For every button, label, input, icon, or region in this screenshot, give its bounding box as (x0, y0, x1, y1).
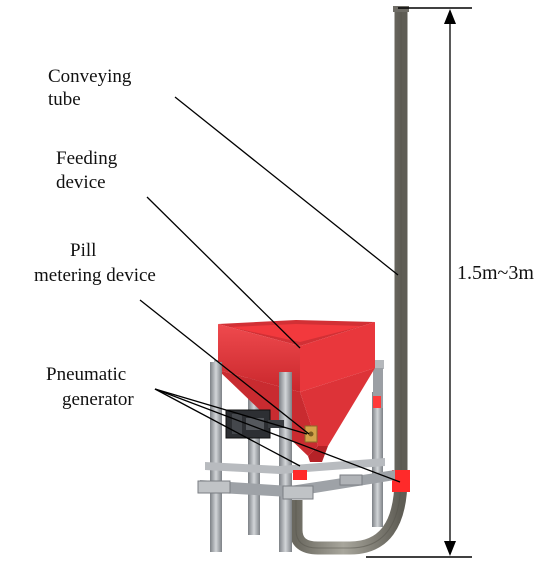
leader-line-conveying-tube (174, 96, 399, 276)
leader-line-pneumatic-2 (154, 388, 301, 467)
height-dimension (366, 7, 472, 558)
frame-support (373, 368, 383, 408)
frame-leg (279, 372, 292, 552)
label-height-dimension: 1.5m~3m (457, 262, 534, 284)
frame-leg (210, 362, 222, 552)
feeding-device-hopper (218, 320, 375, 462)
dimension-arrow-bottom (444, 541, 456, 556)
dimension-arrow-top (444, 9, 456, 24)
leader-line-pneumatic-3 (154, 388, 401, 483)
label-pill-metering-line1: Pill (70, 240, 97, 261)
label-conveying-tube-line1: Conveying (48, 66, 132, 87)
pill-metering-device (304, 425, 318, 443)
conveying-tube (289, 6, 410, 555)
tube-red-coupling (392, 470, 410, 492)
label-conveying-tube-line2: tube (48, 89, 81, 110)
leader-lines (139, 96, 401, 483)
label-pill-metering-line2: metering device (34, 265, 156, 286)
leader-line-pneumatic-1 (154, 388, 308, 435)
label-feeding-device-line2: device (56, 172, 106, 193)
label-pneumatic-generator-line1: Pneumatic (46, 364, 127, 385)
tube-top-cap (393, 6, 409, 12)
machine-frame-front (197, 362, 395, 552)
label-pneumatic-generator-line2: generator (62, 389, 134, 410)
red-fitting (293, 470, 307, 480)
red-fitting (373, 396, 381, 408)
label-feeding-device-line1: Feeding (56, 148, 118, 169)
leader-line-feeding-device (146, 196, 301, 349)
leader-line-pill-metering (139, 299, 310, 435)
